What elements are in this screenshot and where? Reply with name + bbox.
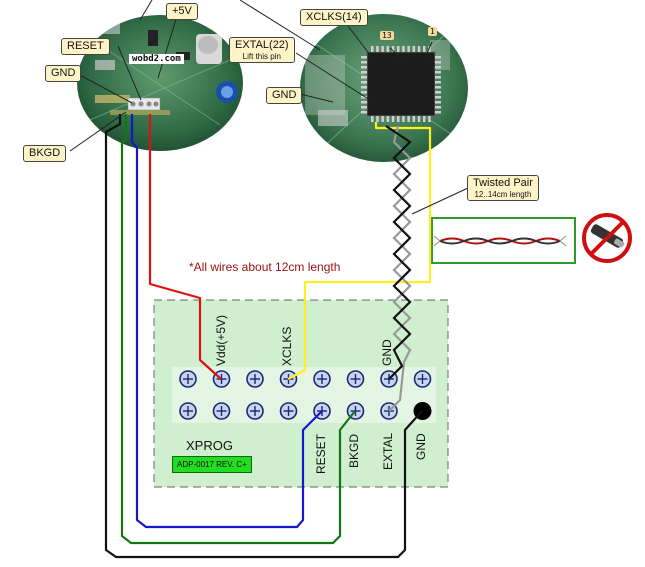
twisted-pair-title: Twisted Pair <box>473 177 533 189</box>
chip-icon <box>361 46 441 122</box>
extal-label: EXTAL <box>381 432 395 470</box>
xclks-callout: XCLKS(14) <box>300 9 368 26</box>
site-watermark: wobd2.com <box>129 54 184 64</box>
gnd-right-callout: GND <box>266 87 303 104</box>
xprog-board <box>153 299 449 488</box>
reset-callout: RESET <box>61 38 110 55</box>
pin-circle-icon <box>346 370 365 388</box>
xprog-title: XPROG <box>186 438 233 453</box>
pin-circle-icon <box>413 370 432 388</box>
pin13-label: 13 <box>380 31 394 40</box>
extal-callout: EXTAL(22) Lift this pin <box>229 37 295 63</box>
vdd-label: Vdd(+5V) <box>214 314 228 366</box>
pin-circle-icon <box>246 370 264 388</box>
gnd-top-label: GND <box>380 339 394 366</box>
bkgd-callout: BKGD <box>23 145 67 162</box>
yellow-wire <box>287 122 432 380</box>
pin-circle-icon <box>246 402 264 420</box>
twisted-cable-image <box>431 217 576 264</box>
wire-length-note: *All wires about 12cm length <box>189 260 341 274</box>
wires <box>104 114 432 559</box>
extal-callout-title: EXTAL(22) <box>235 39 289 51</box>
pin-circle-icon <box>179 370 197 388</box>
black-gnd-wire <box>385 125 412 380</box>
twisted-cable-icon <box>433 235 567 247</box>
pin-circle-icon <box>212 402 231 420</box>
adapter-badge: ADP-0017 REV. C+ <box>172 456 252 473</box>
gnd-bottom-label: GND <box>414 433 428 460</box>
bkgd-label: BKGD <box>347 433 361 468</box>
blue-wire <box>130 114 323 529</box>
twisted-pair-callout: Twisted Pair 12..14cm length <box>467 175 539 201</box>
right-pcb-photo <box>300 14 468 162</box>
xclks-label: XCLKS <box>280 326 294 366</box>
no-coax-icon <box>582 213 632 263</box>
twisted-pair-note: 12..14cm length <box>474 190 532 199</box>
red-wire <box>148 114 222 380</box>
gnd-left-callout: GND <box>45 65 82 82</box>
pin-circle-icon <box>179 402 197 420</box>
black-ground-wire <box>104 114 423 559</box>
plus5v-callout: +5V <box>166 3 198 20</box>
twisted-pair-wires <box>385 125 412 412</box>
pin-circle-icon <box>313 370 331 388</box>
reset-label: RESET <box>314 433 328 474</box>
pin1-label: 1 <box>428 27 437 36</box>
extal-callout-note: Lift this pin <box>242 52 281 61</box>
green-wire <box>120 114 356 545</box>
left-pcb-photo <box>77 15 243 151</box>
callout-lines <box>69 0 469 215</box>
pin-circle-icon <box>279 402 298 420</box>
